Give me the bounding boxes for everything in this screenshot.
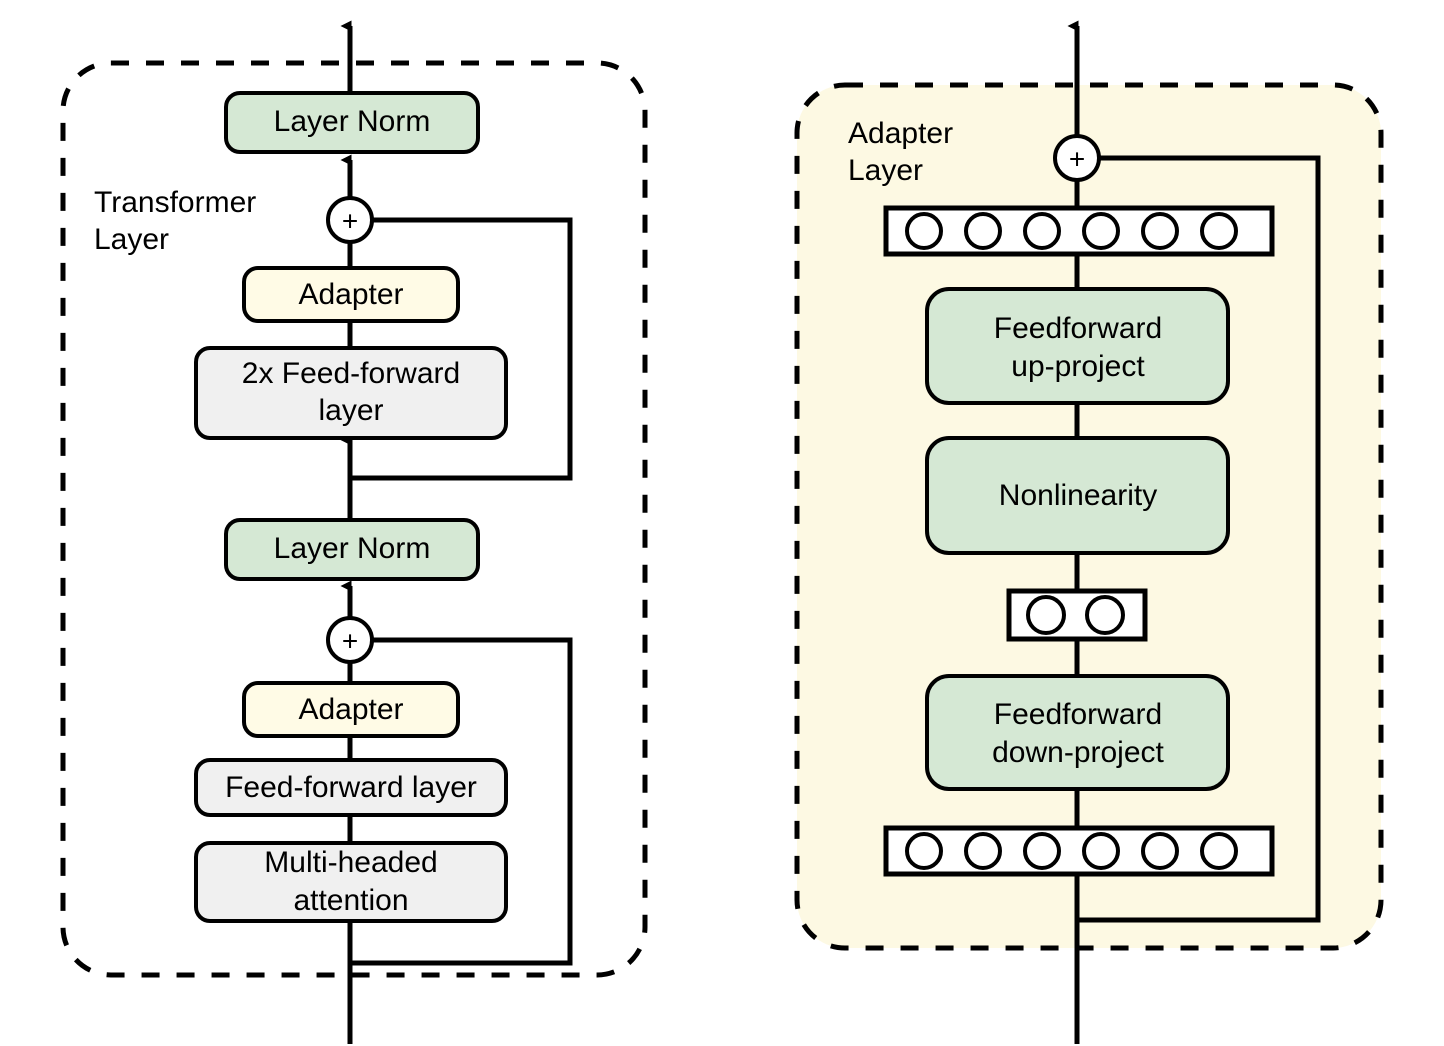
multi-headed-attention-label-line2: attention [293,884,408,917]
residual-path-adapter [1077,155,1321,923]
feed-forward-layer-label: Feed-forward layer [225,771,477,804]
unit-circle [1023,212,1061,250]
ff-down-project-label-line1: Feedforward [994,698,1162,731]
unit-circle [964,832,1002,870]
transformer-layer-dashed-border [60,60,648,978]
adapter-layer-group: Adapter Layer Feedforward down-project [794,20,1384,1044]
layer-norm-mid-label: Layer Norm [274,532,431,565]
unit-circle [1023,832,1061,870]
ff-up-project-label-line1: Feedforward [994,312,1162,345]
add-adapter-symbol: + [1069,144,1085,175]
adapter-layer-caption-line2: Layer [848,154,923,187]
residual-path-attention [350,637,573,966]
unit-circle [1200,832,1238,870]
unit-circle [964,212,1002,250]
unit-circle [1200,212,1238,250]
feed-forward-2x-label-line2: layer [318,394,383,427]
add-ffn-symbol: + [342,206,358,237]
ff-down-project-box [925,674,1230,791]
unit-circle [905,212,943,250]
multi-headed-attention-label-line1: Multi-headed [264,846,437,879]
transformer-layer-caption-line2: Layer [94,223,169,256]
transformer-layer-group: Transformer Layer Multi-headed attention… [60,20,648,1044]
unit-circle [1082,832,1120,870]
layer-norm-top-label: Layer Norm [274,105,431,138]
adapter-ffn-label: Adapter [298,278,403,311]
feed-forward-2x-label-line1: 2x Feed-forward [242,357,460,390]
add-attention-symbol: + [342,626,358,657]
ff-up-project-label-line2: up-project [1011,350,1145,383]
ff-up-project-box [925,287,1230,405]
unit-circle [1141,832,1179,870]
unit-circle [905,832,943,870]
unit-circle [1141,212,1179,250]
transformer-layer-caption-line1: Transformer [94,186,256,219]
adapter-layer-caption-line1: Adapter [848,117,953,150]
residual-path-ffn [350,217,573,481]
unit-circle [1082,212,1120,250]
adapter-attention-label: Adapter [298,693,403,726]
nonlinearity-label: Nonlinearity [999,479,1157,512]
unit-circle [1085,595,1125,635]
unit-circle [1026,595,1066,635]
ff-down-project-label-line2: down-project [992,736,1164,769]
adapter-layer-dashed-border [794,82,1384,951]
